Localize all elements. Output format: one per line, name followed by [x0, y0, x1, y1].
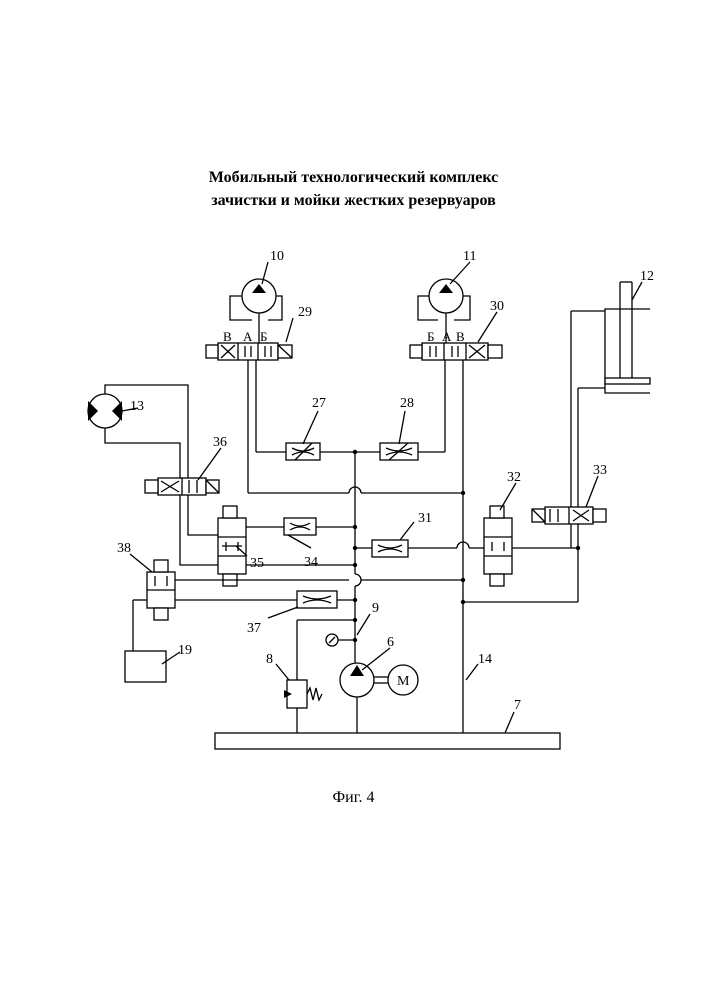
label-12: 12: [640, 269, 654, 284]
label-32: 32: [507, 470, 521, 485]
label-8: 8: [266, 652, 273, 667]
port-29-v: В: [223, 329, 232, 344]
label-34: 34: [304, 555, 318, 570]
port-30-v: В: [456, 329, 465, 344]
valve-32: [484, 518, 512, 574]
label-6: 6: [387, 635, 394, 650]
valve-29: [218, 343, 278, 360]
label-19: 19: [178, 643, 192, 658]
label-28: 28: [400, 396, 414, 411]
label-10: 10: [270, 249, 284, 264]
label-38: 38: [117, 541, 131, 556]
label-33: 33: [593, 463, 607, 478]
port-30-a: А: [442, 329, 452, 344]
port-29-b: Б: [260, 329, 267, 344]
label-27: 27: [312, 396, 326, 411]
label-14: 14: [478, 652, 492, 667]
label-36: 36: [213, 435, 227, 450]
label-11: 11: [463, 249, 476, 264]
motor-label: М: [397, 674, 410, 689]
label-29: 29: [298, 305, 312, 320]
label-31: 31: [418, 511, 432, 526]
label-9: 9: [372, 601, 379, 616]
valve-30: [422, 343, 488, 360]
port-29-a: А: [243, 329, 253, 344]
label-30: 30: [490, 299, 504, 314]
figure-caption: Фиг. 4: [0, 789, 707, 807]
unit-19: [125, 651, 166, 682]
label-37: 37: [247, 621, 261, 636]
tank-7: [215, 733, 560, 749]
label-7: 7: [514, 698, 521, 713]
port-30-b: Б: [427, 329, 434, 344]
label-13: 13: [130, 399, 144, 414]
label-35: 35: [250, 556, 264, 571]
